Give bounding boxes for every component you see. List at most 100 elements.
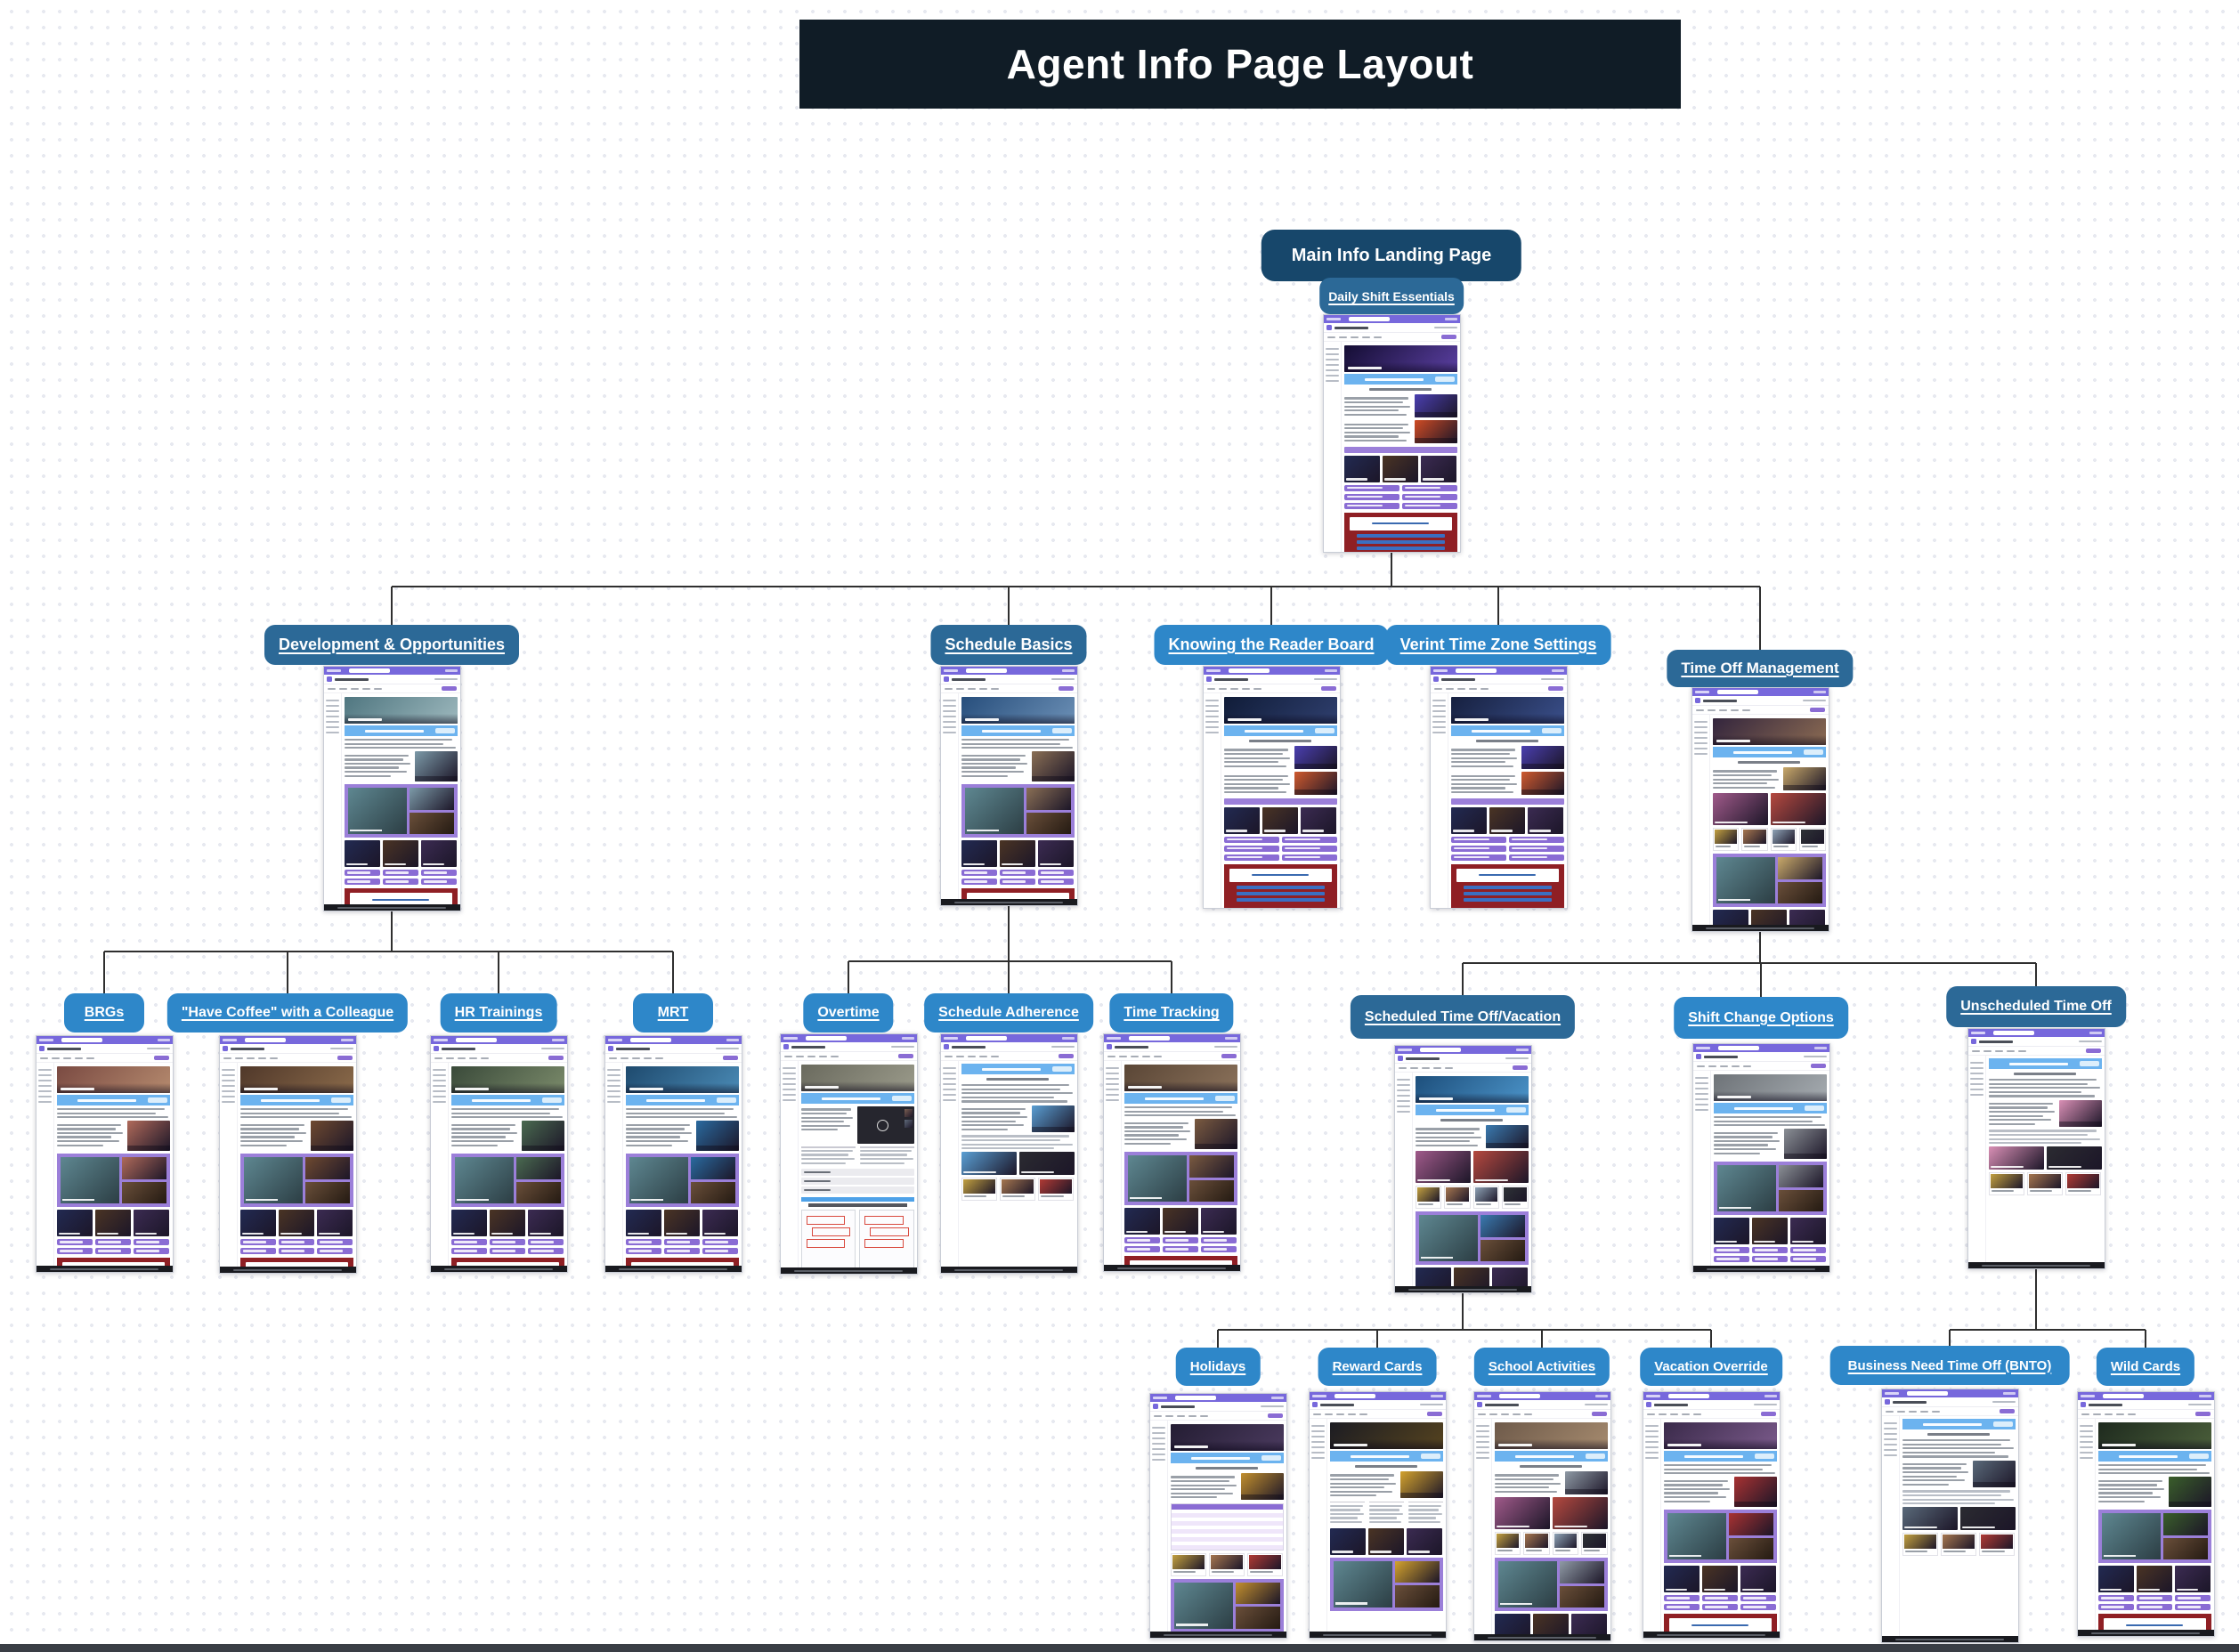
sidebar-link — [782, 1083, 796, 1085]
mfa-banner — [1902, 1419, 2016, 1429]
sidebar-link — [1969, 1094, 1983, 1096]
text-image-row — [1450, 772, 1564, 796]
thumb-development-opportunities[interactable] — [322, 666, 461, 911]
sidebar-link — [1205, 700, 1219, 701]
text-line — [239, 1112, 340, 1114]
thumb-toolbar — [1692, 1062, 1829, 1071]
text-line — [1329, 1486, 1384, 1489]
node-hr-trainings[interactable]: HR Trainings — [440, 993, 557, 1032]
thumb-schedule-basics[interactable] — [939, 666, 1078, 906]
node-daily-shift-essentials[interactable]: Daily Shift Essentials — [1319, 278, 1464, 314]
node-wild-cards[interactable]: Wild Cards — [2096, 1348, 2195, 1386]
thumb-main — [1986, 1056, 2105, 1268]
node-have-coffee-with-a-colleague[interactable]: "Have Coffee" with a Colleague — [166, 993, 409, 1032]
node-mrt[interactable]: MRT — [633, 993, 713, 1032]
bottom-edge-strip — [0, 1644, 2239, 1652]
footer-link — [1463, 897, 1552, 902]
thumb-shift-change-options[interactable] — [1691, 1043, 1830, 1273]
node-schedule-basics[interactable]: Schedule Basics — [930, 625, 1087, 665]
node-scheduled-time-off-vacation[interactable]: Scheduled Time Off/Vacation — [1350, 995, 1576, 1039]
thumb-block — [800, 1106, 854, 1144]
node-main-info-landing-page[interactable]: Main Info Landing Page — [1261, 230, 1522, 281]
node-verint-time-zone-settings[interactable]: Verint Time Zone Settings — [1385, 625, 1611, 665]
node-overtime[interactable]: Overtime — [803, 993, 894, 1032]
node-knowing-the-reader-board[interactable]: Knowing the Reader Board — [1154, 625, 1389, 665]
thumb-block — [1418, 1215, 1525, 1262]
thumb-block — [516, 1157, 561, 1204]
thumb-daily-shift-essentials[interactable] — [1322, 314, 1461, 553]
thumb-mrt[interactable] — [604, 1035, 742, 1273]
page-title-line — [615, 1047, 650, 1050]
app-chip — [326, 676, 332, 682]
thumb-holidays[interactable] — [1148, 1393, 1287, 1639]
node-shift-change-options[interactable]: Shift Change Options — [1674, 997, 1848, 1039]
mfa-banner — [961, 1064, 1075, 1074]
node-vacation-override[interactable]: Vacation Override — [1640, 1348, 1782, 1386]
thumb-hr-trainings[interactable] — [429, 1035, 568, 1273]
node-holidays[interactable]: Holidays — [1175, 1348, 1261, 1386]
bottom-marquee — [1691, 925, 1829, 931]
toolbar-item — [1658, 1413, 1667, 1415]
search-field — [629, 1038, 671, 1042]
thumb-navrow — [1430, 675, 1567, 684]
node-unscheduled-time-off[interactable]: Unscheduled Time Off — [1946, 986, 2126, 1027]
mfa-banner — [800, 1093, 914, 1104]
thumb-unscheduled-time-off[interactable] — [1967, 1028, 2105, 1269]
thumb-have-coffee-with-a-colleague[interactable] — [218, 1035, 357, 1274]
bottom-marquee — [323, 904, 460, 911]
thumb-block — [1116, 1267, 1227, 1269]
thumb-school-activities[interactable] — [1472, 1391, 1611, 1641]
node-time-tracking[interactable]: Time Tracking — [1109, 993, 1234, 1032]
thumb-brgs[interactable] — [35, 1035, 174, 1273]
thumb-block — [1453, 855, 1489, 859]
article-image — [1294, 746, 1337, 769]
card-caption — [1423, 478, 1445, 481]
text-line — [239, 1128, 299, 1130]
tile-caption — [1584, 1550, 1600, 1552]
thumb-wild-cards[interactable] — [2076, 1391, 2215, 1637]
purple-button — [450, 1239, 487, 1246]
toolbar-item — [1983, 1049, 1992, 1052]
page-title-line — [2088, 1403, 2122, 1406]
thumb-reward-cards[interactable] — [1308, 1391, 1447, 1639]
thumb-scheduled-time-off-vacation[interactable] — [1393, 1045, 1532, 1293]
text-line — [961, 739, 1070, 741]
purple-button — [1713, 1247, 1749, 1254]
thumb-vacation-override[interactable] — [1642, 1391, 1781, 1639]
sidebar-link — [1644, 1441, 1659, 1443]
thumb-overtime[interactable] — [779, 1033, 918, 1275]
node-schedule-adherence[interactable]: Schedule Adherence — [924, 993, 1093, 1032]
thumb-verint-time-zone-settings[interactable] — [1429, 666, 1568, 909]
app-chip — [1970, 1039, 1976, 1044]
thumb-time-tracking[interactable] — [1102, 1033, 1241, 1272]
mfa-banner — [1713, 1103, 1827, 1113]
text-line — [344, 758, 403, 761]
text-line — [1407, 1509, 1439, 1511]
node-school-activities[interactable]: School Activities — [1473, 1348, 1610, 1386]
toolbar-item — [373, 687, 382, 690]
node-time-off-management[interactable]: Time Off Management — [1667, 650, 1854, 687]
thumb-business-need-time-off-bnto[interactable] — [1880, 1389, 2019, 1643]
toolbar-item — [1398, 1066, 1407, 1069]
text-line — [1494, 1478, 1554, 1481]
sidebar-link — [1105, 1073, 1119, 1074]
text-image-row — [1663, 1477, 1777, 1508]
thumb-block — [456, 1198, 490, 1202]
table-row — [1171, 1525, 1283, 1530]
thumb-body — [431, 1063, 567, 1272]
photo-card — [1421, 455, 1457, 482]
banner-text-line — [1244, 729, 1304, 733]
thumb-time-off-management[interactable] — [1691, 687, 1829, 932]
thumb-main — [1168, 1421, 1286, 1638]
thumb-knowing-the-reader-board[interactable] — [1202, 666, 1341, 909]
thumb-schedule-adherence[interactable] — [939, 1033, 1078, 1274]
node-development-opportunities[interactable]: Development & Opportunities — [264, 625, 520, 665]
thumb-sidebar — [1643, 1419, 1661, 1638]
node-reward-cards[interactable]: Reward Cards — [1318, 1348, 1437, 1386]
toolbar-item — [350, 687, 359, 690]
text-line — [450, 1123, 515, 1126]
node-brgs[interactable]: BRGs — [64, 993, 144, 1032]
node-business-need-time-off-bnto[interactable]: Business Need Time Off (BNTO) — [1829, 1346, 2070, 1385]
text-line — [450, 1128, 510, 1130]
button-grid — [625, 1239, 739, 1255]
